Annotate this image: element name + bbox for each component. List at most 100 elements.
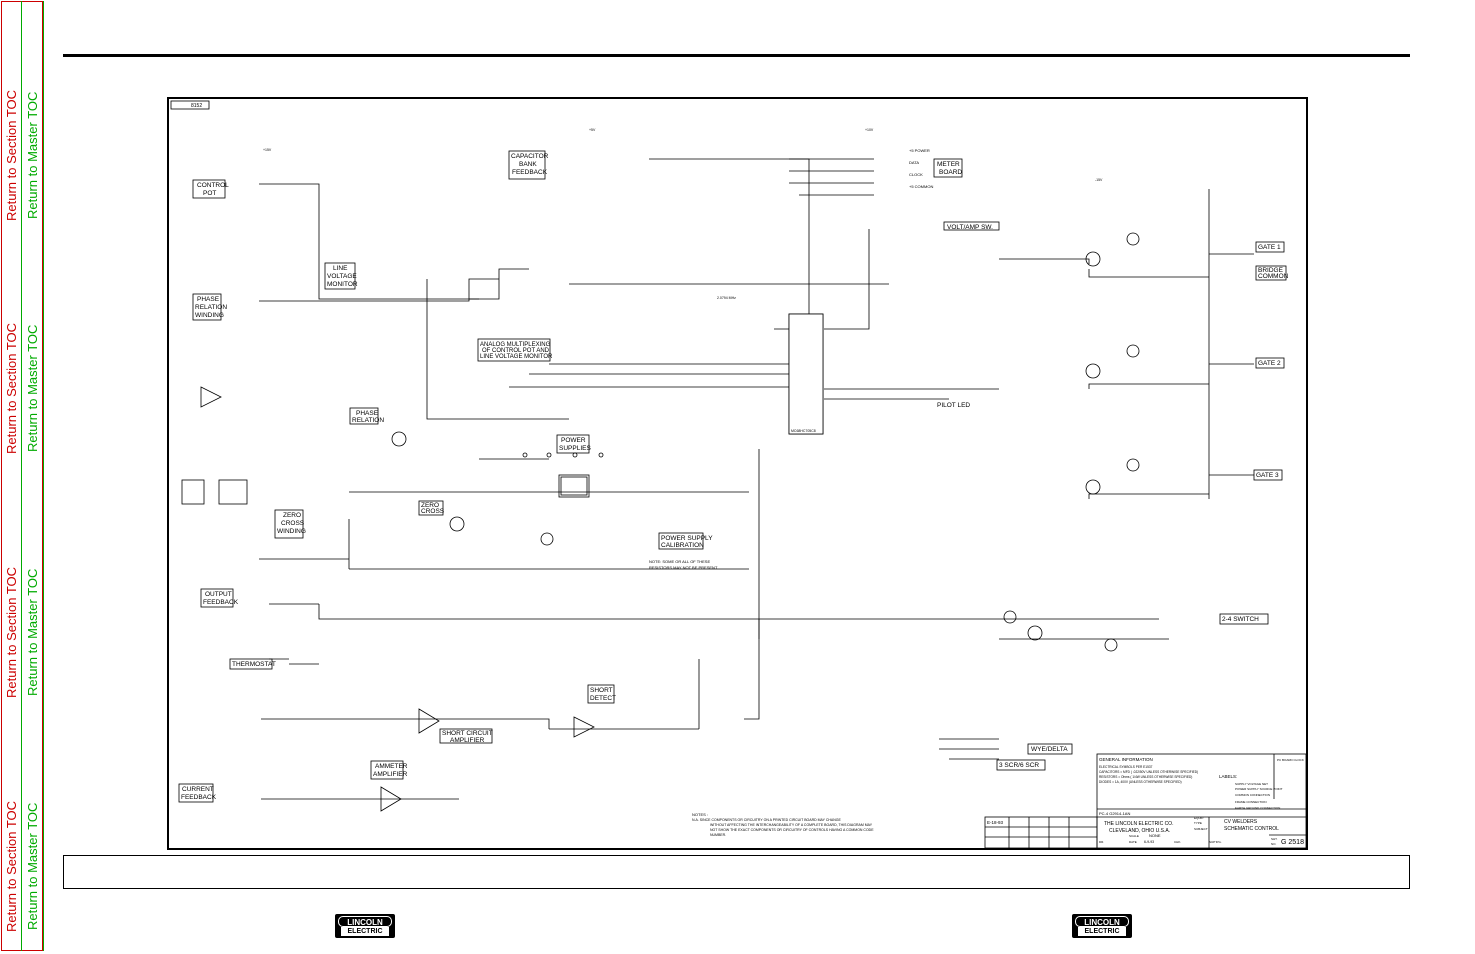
wye-delta-label: WYE/DELTA xyxy=(1031,746,1068,753)
mcu-label: MC68HC705C8 xyxy=(791,429,816,433)
phase-relation-winding-label-1: PHASE xyxy=(197,296,220,303)
supply-label-2: +5V xyxy=(589,128,596,132)
company-name: THE LINCOLN ELECTRIC CO. xyxy=(1104,821,1173,827)
analog-multiplexing-label-3: LINE VOLTAGE MONITOR xyxy=(480,354,553,360)
phase-relation-winding-label-3: WINDING xyxy=(195,312,224,319)
capacitor-bank-feedback-label-2: BANK xyxy=(519,161,537,168)
ammeter-amplifier-label-1: AMMETER xyxy=(375,763,408,770)
header-rule xyxy=(63,54,1410,57)
current-feedback-label-2: FEEDBACK xyxy=(181,794,217,801)
power-supply-calibration-label-1: POWER SUPPLY xyxy=(661,535,713,542)
crystal-label: 2.0794 MHz xyxy=(717,296,736,300)
pc-board-ref: PC BOARD CLOCK xyxy=(1277,758,1304,762)
return-to-master-toc-link-4[interactable]: Return to Master TOC xyxy=(25,802,40,930)
logo-line-1: LINCOLN xyxy=(1075,916,1129,927)
zero-cross-label-2: CROSS xyxy=(421,508,445,515)
info-line-4: DIODES = 1A, 400V (UNLESS OTHERWISE SPEC… xyxy=(1099,780,1182,784)
meter-pin-1: +5 POWER xyxy=(909,148,930,153)
notes-line-2: WITHOUT AFFECTING THE INTERCHANGEABILITY… xyxy=(710,823,873,827)
meter-board-label-1: METER xyxy=(937,161,960,168)
field-equip: EQUIP. xyxy=(1194,816,1204,820)
phase-relation-label-1: PHASE xyxy=(356,410,379,417)
analog-multiplexing-label-2: OF CONTROL POT AND xyxy=(482,348,550,354)
label-item-1: SUPPLY VOLTAGE NET xyxy=(1235,782,1268,786)
meter-pin-3: CLOCK xyxy=(909,172,923,177)
date-value: 6-9-93 xyxy=(1144,840,1154,844)
subject-label: SCHEMATIC CONTROL xyxy=(1224,826,1279,832)
zero-cross-winding-label-3: WINDING xyxy=(277,528,306,535)
notes-line-3: NOT SHOW THE EXACT COMPONENTS OR CIRCUIT… xyxy=(710,828,874,832)
return-to-section-toc-link-4[interactable]: Return to Section TOC xyxy=(4,800,19,932)
label-item-4: FRAME CONNECTION xyxy=(1235,800,1267,804)
frame-tag: 8152 xyxy=(191,103,202,109)
volt-amp-sw-label: VOLT/AMP SW. xyxy=(947,224,993,231)
sidebar-divider xyxy=(21,1,22,951)
switch-2-4-label: 2-4 SWITCH xyxy=(1222,616,1259,623)
notes-line-1: N.A. SINCE COMPONENTS OR CIRCUITRY ON A … xyxy=(692,818,842,822)
gate-2-label: GATE 2 xyxy=(1258,360,1281,367)
return-to-section-toc-link-3[interactable]: Return to Section TOC xyxy=(4,566,19,698)
footer-box xyxy=(63,855,1410,889)
sidebar-frame xyxy=(1,1,43,951)
short-detect-label-1: SHORT xyxy=(590,687,613,694)
logo-line-2: ELECTRIC xyxy=(1078,927,1126,936)
label-item-3: COMMON CONNECTION xyxy=(1235,793,1270,797)
field-sht: SHT. xyxy=(1271,837,1278,841)
layout-ref: PC-4 G2914-1AN xyxy=(1099,811,1130,816)
labels-heading: LABELS: xyxy=(1219,774,1237,779)
field-chk: CHK. xyxy=(1174,840,1181,844)
power-supplies-label-2: SUPPLIES xyxy=(559,445,591,452)
field-no: NO. xyxy=(1271,842,1277,846)
current-feedback-label-1: CURRENT xyxy=(182,786,214,793)
return-to-master-toc-link-1[interactable]: Return to Master TOC xyxy=(25,91,40,219)
field-sup: SUP'D'G. xyxy=(1209,840,1222,844)
power-supply-calibration-label-2: CALIBRATION xyxy=(661,542,704,549)
notes-line-4: NUMBER. xyxy=(710,833,726,837)
lincoln-electric-logo-right: LINCOLN ELECTRIC xyxy=(1072,914,1132,938)
field-scale: SCALE xyxy=(1129,834,1139,838)
revision-label: E-18-93 xyxy=(987,820,1004,825)
info-line-3: RESISTORS = Ohms ( 1/4W UNLESS OTHERWISE… xyxy=(1099,775,1192,779)
phase-relation-winding-label-2: RELATION xyxy=(195,304,227,311)
supply-label-1: +15V xyxy=(263,148,272,152)
control-pot-label-1: CONTROL xyxy=(197,182,229,189)
analog-multiplexing-label-1: ANALOG MULTIPLEXING xyxy=(480,342,551,348)
company-location: CLEVELAND, OHIO U.S.A. xyxy=(1109,828,1170,834)
logo-line-1: LINCOLN xyxy=(338,916,392,927)
sidebar-right-border xyxy=(43,1,44,951)
field-type: TYPE xyxy=(1194,821,1202,825)
label-item-2: POWER SUPPLY SOURCE POINT xyxy=(1235,787,1283,791)
supply-label-3: -15V xyxy=(1095,178,1103,182)
output-feedback-label-1: OUTPUT xyxy=(205,591,232,598)
capacitor-bank-feedback-label-1: CAPACITOR xyxy=(511,153,549,160)
gate-1-label: GATE 1 xyxy=(1258,244,1281,251)
schematic-diagram: 8152 CONTROL POT PHASE RELATION WINDING … xyxy=(170,100,1306,848)
zero-cross-winding-label-1: ZERO xyxy=(283,512,301,519)
power-supplies-label-1: POWER xyxy=(561,437,586,444)
zero-cross-winding-label-2: CROSS xyxy=(281,520,305,527)
lincoln-electric-logo-left: LINCOLN ELECTRIC xyxy=(335,914,395,938)
equip-type: CV WELDERS xyxy=(1224,819,1258,825)
calibration-note-1: NOTE: SOME OR ALL OF THESE xyxy=(649,559,710,564)
drawing-number: G 2518 xyxy=(1281,839,1304,846)
short-circuit-amplifier-label-2: AMPLIFIER xyxy=(450,737,485,744)
meter-board-label-2: BOARD xyxy=(939,169,962,176)
bridge-common-label-2: COMMON xyxy=(1258,273,1289,280)
notes-heading: NOTES : xyxy=(692,812,708,817)
supply-label-4: +10V xyxy=(865,128,874,132)
return-to-master-toc-link-2[interactable]: Return to Master TOC xyxy=(25,324,40,452)
ammeter-amplifier-label-2: AMPLIFIER xyxy=(373,771,408,778)
capacitor-bank-feedback-label-3: FEEDBACK xyxy=(512,169,548,176)
bridge-common-label-1: BRIDGE xyxy=(1258,267,1284,274)
line-voltage-monitor-label-3: MONITOR xyxy=(327,281,358,288)
info-line-2: CAPACITORS = MFD ( .022/50V UNLESS OTHER… xyxy=(1099,770,1198,774)
scr-switch-label: 3 SCR/6 SCR xyxy=(999,762,1039,769)
return-to-section-toc-link-1[interactable]: Return to Section TOC xyxy=(4,89,19,221)
field-subject: SUBJECT xyxy=(1194,827,1208,831)
label-item-5: EARTH GROUND CONNECTION xyxy=(1235,806,1280,810)
scale-value: NONE xyxy=(1149,833,1161,838)
return-to-master-toc-link-3[interactable]: Return to Master TOC xyxy=(25,568,40,696)
output-feedback-label-2: FEEDBACK xyxy=(203,599,239,606)
return-to-section-toc-link-2[interactable]: Return to Section TOC xyxy=(4,322,19,454)
control-pot-label-2: POT xyxy=(203,190,216,197)
